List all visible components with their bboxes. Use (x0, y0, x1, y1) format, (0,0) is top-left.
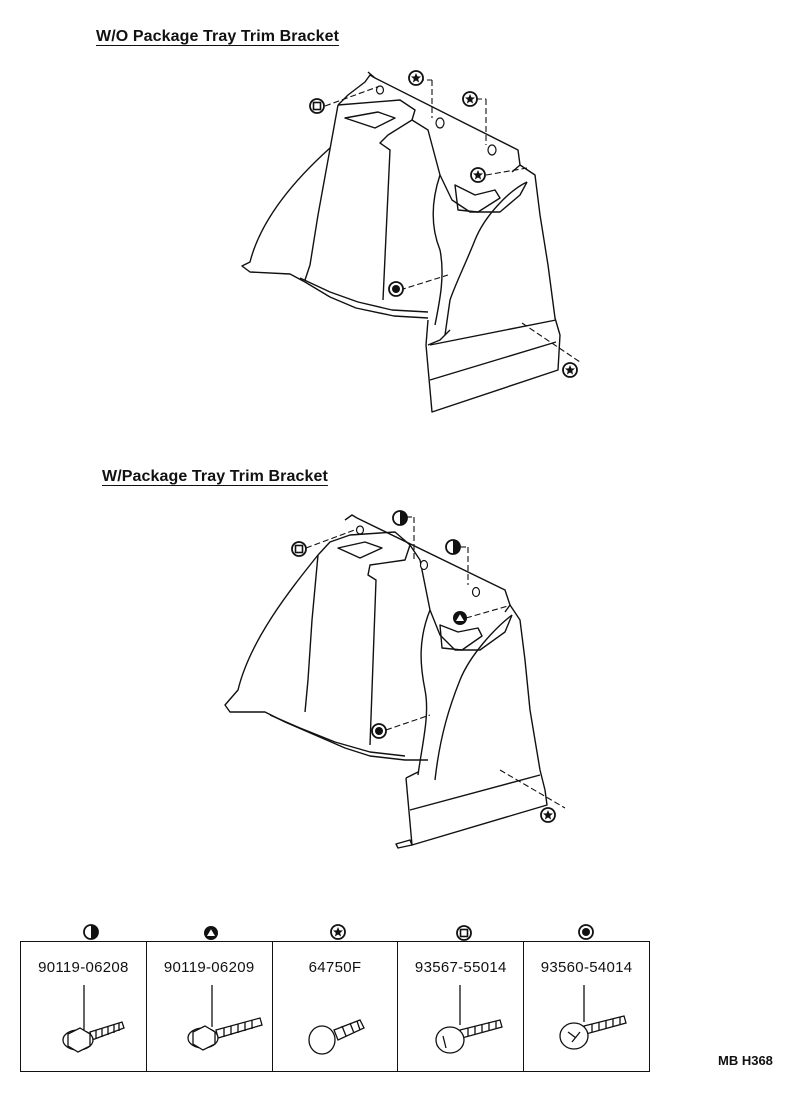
part-number: 93567-55014 (414, 959, 507, 976)
heading-with-bracket: W/Package Tray Trim Bracket (102, 468, 328, 485)
trim-panel-upper (241, 71, 561, 413)
document-code: MB H368 (718, 1053, 773, 1068)
heading-without-bracket: W/O Package Tray Trim Bracket (96, 28, 340, 45)
parts-cell: 90119-06209 (145, 941, 273, 1072)
hex-bolt-illustration (62, 985, 125, 1053)
parts-cell: 64750F (271, 941, 399, 1072)
part-number: 64750F (308, 959, 362, 976)
trim-panel-lower (224, 514, 548, 849)
parts-cell: 93560-54014 (523, 941, 650, 1072)
part-number: 90119-06208 (38, 959, 129, 976)
screw-illustration (435, 985, 503, 1054)
fastener-holes-upper (375, 85, 497, 156)
screw-illustration (559, 985, 627, 1050)
part-number: 93560-54014 (540, 959, 633, 976)
part-number: 90119-06209 (163, 959, 255, 976)
clip-illustration (308, 1019, 365, 1055)
fastener-holes-lower (355, 525, 481, 598)
hex-bolt-illustration (187, 985, 263, 1051)
fastener-callouts-lower (305, 516, 566, 809)
parts-table: 90119-06208 90119-06209 64750F 93567-550… (20, 941, 650, 1072)
